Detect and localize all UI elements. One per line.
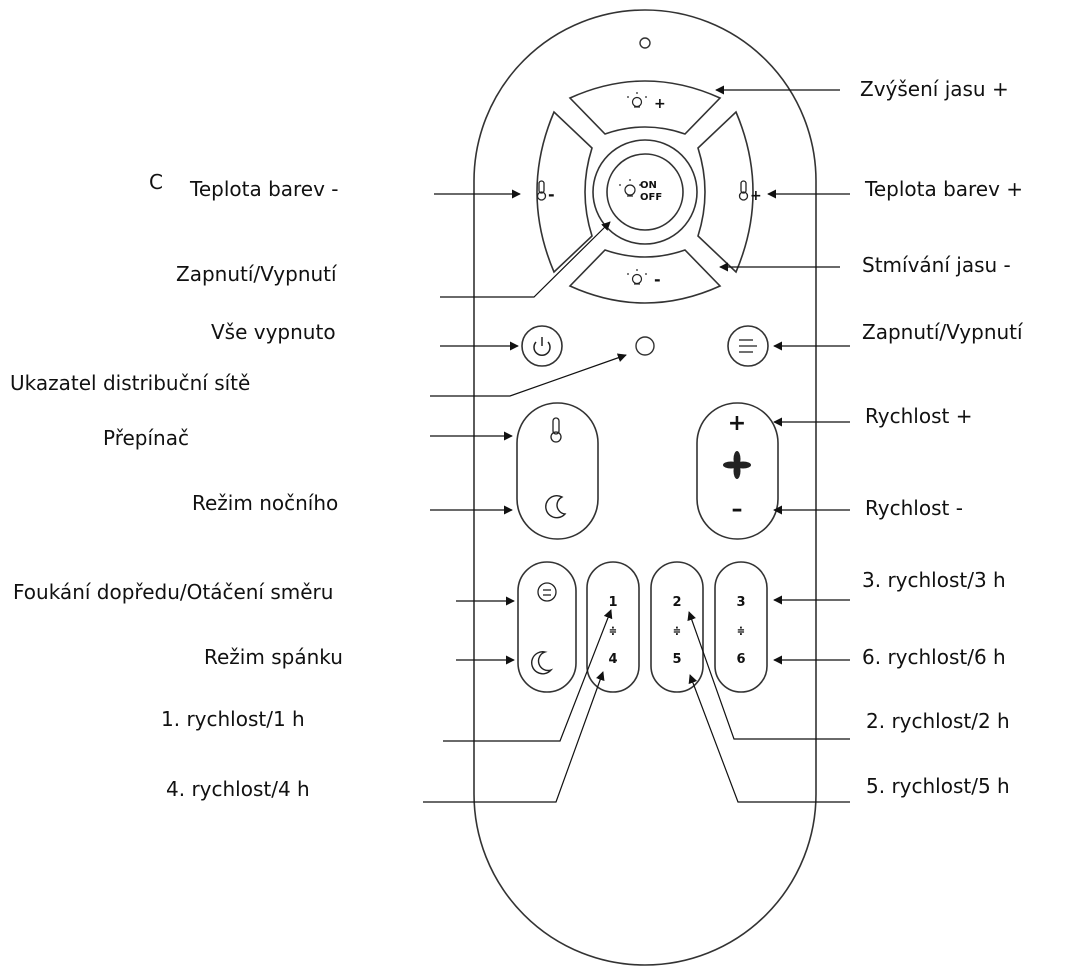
led-hole [639,37,651,49]
label-speed5: 5. rychlost/5 h [866,774,1010,798]
speed-key-3-6[interactable] [714,561,768,693]
label-speed2: 2. rychlost/2 h [866,709,1010,733]
key3-top: 3 [736,595,745,610]
fan-icon [723,451,751,479]
label-switch: Přepínač [103,426,189,450]
brightness-up-button[interactable] [568,80,722,135]
leader-light-onoff [440,221,611,298]
color-temp-down-button[interactable] [536,110,593,274]
speed-minus-sign[interactable]: – [732,497,743,522]
label-speed6: 6. rychlost/6 h [862,645,1006,669]
sleep-moon-icon[interactable] [531,651,554,675]
label-light-onoff: Zapnutí/Vypnutí [176,262,337,286]
speed-key-1-4[interactable] [586,561,640,693]
label-speed1: 1. rychlost/1 h [161,707,305,731]
label-speed3: 3. rychlost/3 h [862,568,1006,592]
leader-speed1 [443,609,613,742]
color-temp-up-button[interactable] [697,110,754,274]
label-brightness-up: Zvýšení jasu + [860,77,1009,101]
bulb-icon [624,96,643,285]
label-fan-onoff: Zapnutí/Vypnutí [862,320,1023,344]
wind-icon [739,339,757,353]
key2-top: 2 [672,595,681,610]
key2-fan: ≑ [673,626,681,637]
reverse-icon[interactable] [537,582,557,602]
thermometer-switch-icon[interactable] [550,417,562,443]
label-color-temp-down: Teplota barev - [190,177,339,201]
label-all-off: Vše vypnuto [211,320,336,344]
key3-fan: ≑ [737,626,745,637]
key1-bottom: 4 [608,652,617,667]
leader-network [430,353,627,397]
brightness-down-button[interactable] [568,249,722,304]
label-network-indicator: Ukazatel distribuční sítě [10,371,251,395]
light-onoff-button[interactable] [606,153,684,231]
switch-night-pill [516,402,599,540]
label-night-mode: Režim nočního [192,491,339,515]
brightness-minus-sign: - [654,270,661,289]
on-label: ON [640,180,657,191]
leader-speed4 [423,671,605,803]
thermometer-icon [536,180,749,201]
power-icon [533,337,551,357]
label-speed-up: Rychlost + [865,404,973,428]
label-sleep-mode: Režim spánku [204,645,343,669]
color-temp-minus-sign: - [548,185,555,204]
leader-speed5 [688,674,850,803]
label-speed4: 4. rychlost/4 h [166,777,310,801]
key1-top: 1 [608,595,617,610]
key3-bottom: 6 [736,652,745,667]
network-indicator-led [635,336,655,356]
label-speed-down: Rychlost - [865,496,963,520]
color-temp-plus-sign: + [750,188,762,204]
off-label: OFF [640,192,662,203]
brightness-plus-sign: + [654,96,666,112]
label-brightness-down: Stmívání jasu - [862,253,1011,277]
label-forward-reverse: Foukání dopředu/Otáčení směru [13,580,334,604]
speed-plus-sign[interactable]: + [728,411,746,436]
label-c-mark: C [149,170,163,194]
label-color-temp-up: Teplota barev + [865,177,1024,201]
leader-speed2 [687,611,850,740]
speed-key-2-5[interactable] [650,561,704,693]
moon-icon[interactable] [545,494,567,519]
key2-bottom: 5 [672,652,681,667]
key1-fan: ≑ [609,626,617,637]
